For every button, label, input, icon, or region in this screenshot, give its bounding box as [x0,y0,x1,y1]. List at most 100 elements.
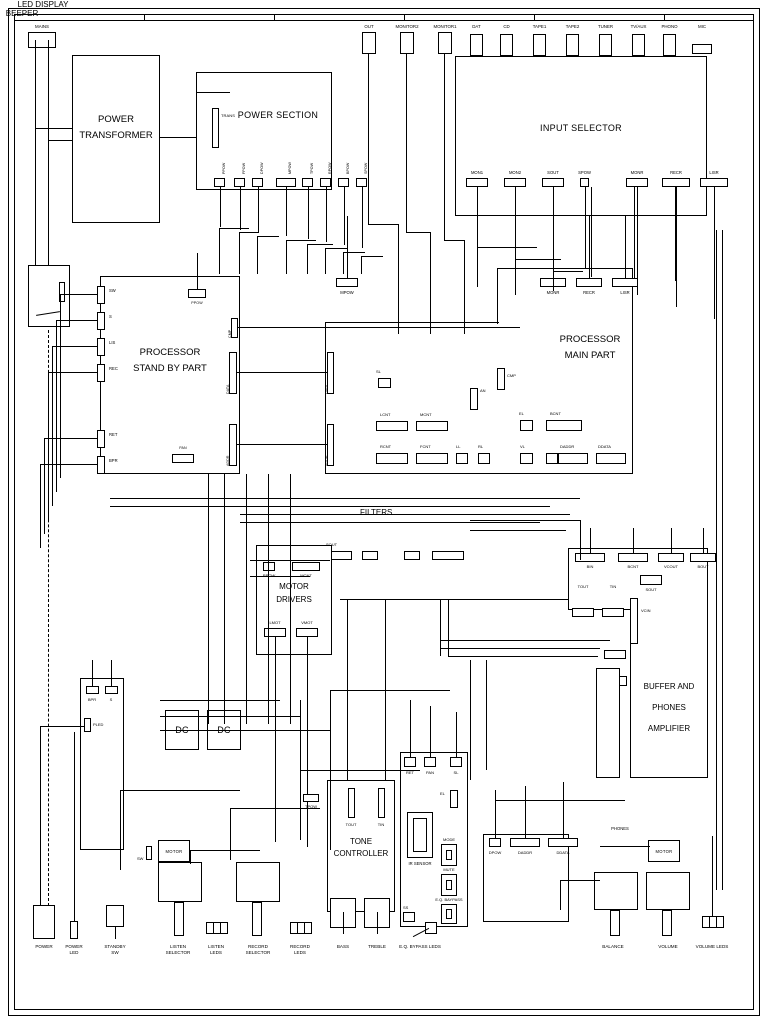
led-display-title: LED DISPLAY [17,0,69,9]
fp-pad-el [450,790,458,808]
wire-h [470,520,580,521]
wire-h [257,236,279,238]
wire-is-monr [637,187,639,295]
pm-pad-rcnt [376,453,408,464]
input-connector-tuner [599,34,612,56]
wire-h [300,770,420,771]
button-mode-key[interactable] [446,850,452,860]
md-pad-lmot [264,628,286,637]
motor-block-listen-label: MOTOR [165,849,183,854]
bottom-label-3: LISTEN SELECTOR [165,944,191,955]
power-switch-linkage [48,330,49,906]
pm-label-an: AN [480,388,486,393]
pm-pad-extra [546,453,558,464]
wire-md-lmot [275,637,277,842]
power-section-pin-label-bpow: BPOW [345,162,350,174]
is-pin-pad-lisr [700,178,728,187]
ba-pad-bin [575,553,605,562]
wire-v [464,240,466,334]
beeper-label-bpr: BPR [87,697,97,702]
input-connector-tvaux [632,34,645,56]
wire-psb-4-v [44,438,46,534]
power-section-pad-bpow [338,178,349,187]
wire-v [430,232,432,334]
bus-cmp [238,327,520,329]
wire-mains-r [48,40,50,265]
wire-ps-fpow [239,187,241,230]
motor-drivers-title: MOTOR DRIVERS [256,580,332,606]
wire-mains-to-xfmr-1 [35,128,73,130]
pm-label-el: EL [519,411,524,416]
sheet-border-inner [14,14,754,1010]
control-volume-leds [702,916,724,928]
button-mode-label: MODE [443,837,455,842]
psb-label-sw: SW [109,288,116,293]
wire-ps-bpow [343,187,345,245]
control-power[interactable] [33,905,55,939]
input-label-tape1: TAPE1 [532,24,547,29]
motor-sw-pad [146,846,152,860]
filters-pad-fpow [362,551,378,560]
ba-pad-aux [604,650,626,659]
wire-h [444,240,464,242]
wire-ld-1 [525,786,527,838]
bottom-label-4: LISTEN LEDS [207,944,225,955]
wire-power-led [74,732,76,922]
wire-fp-0 [410,700,412,757]
control-balance[interactable] [594,872,638,910]
ba-pad-bcnt [618,553,648,562]
is-pin-label-spow: SPOW [578,170,591,175]
wire-v [560,880,561,910]
buffer-amp-phones-pad [596,668,620,778]
wire-h [368,224,398,226]
button-mute-key[interactable] [446,880,452,890]
bottom-label-0: POWER [35,944,53,949]
wire-v [477,247,479,287]
wire-pm-top-3 [625,216,627,278]
ld-label-dpow: DPOW [488,850,502,855]
wire-h [515,259,561,261]
md-label-mcnt: MCNT [300,573,312,578]
pm-pad-sl [378,378,391,388]
power-section-pin-label-ppow: PPOW [221,162,226,174]
control-record-selector[interactable] [236,862,280,902]
wire-h [440,648,600,650]
control-balance-shaft [610,910,620,936]
bottom-label-5: RECORD SELECTOR [245,944,271,955]
wire-is-mon2 [515,187,517,259]
wire-psb-3-h [48,372,97,374]
wire-psb-0-h [60,294,97,296]
power-section-pin-label-dpow: DPOW [259,162,264,174]
control-record-shaft [252,902,262,936]
wire-pm-top-2 [589,216,591,278]
pm-pad-data [327,352,334,394]
buffer-amp-edge-v [568,548,570,610]
sheet-tick-row [14,14,754,21]
pm-top-label-mpow: MPOW [340,290,354,295]
mains-label: MAINS [35,24,49,29]
psb-pad-sw [97,286,105,304]
psb-pad-ret [97,430,105,448]
wire-h [448,656,598,658]
button-eq-bypass-key[interactable] [446,909,452,919]
control-standby-sw[interactable] [106,905,124,927]
wire-h [40,726,84,728]
control-listen-selector[interactable] [158,862,202,902]
wire-ps-tpow [307,187,309,239]
button-eq-bypass-label: E.Q. BAYPASS [435,897,463,902]
input-label-cd: CD [503,24,510,29]
volume-led-stem [712,836,714,916]
input-label-phono: PHONO [661,24,678,29]
wire-h [160,730,330,731]
md-label-rpow: RPOW [263,573,275,578]
wire-v [722,230,723,890]
wire-v [286,240,288,274]
ba-label-vcin: VCIN [641,608,651,613]
ir-sensor-window [413,818,427,852]
psb-pad-rec [97,364,105,382]
wire-h [553,271,583,273]
control-volume[interactable] [646,872,690,910]
fp-label-ret: RET [406,770,414,775]
input-connector-cd [500,34,513,56]
ld-pad-dpow [489,838,501,847]
